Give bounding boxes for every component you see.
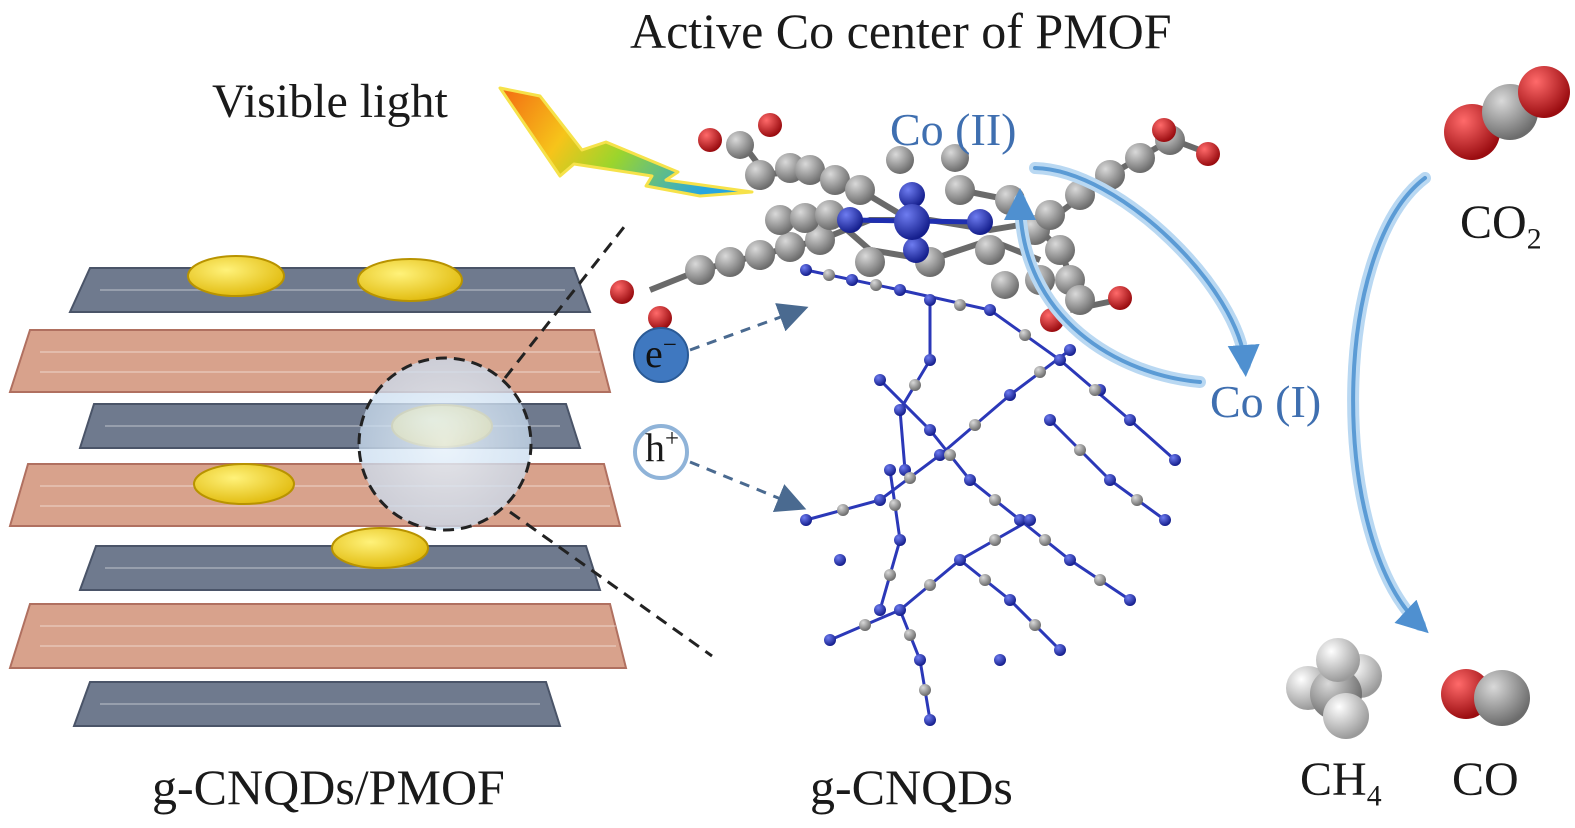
hole-icon (633, 424, 689, 480)
co2-label: CO2 (1460, 196, 1542, 256)
quantum-dot (187, 255, 285, 297)
quantum-dot (331, 527, 429, 569)
co-i-label: Co (I) (1210, 376, 1322, 427)
cnqds-network (800, 264, 1181, 726)
quantum-dot (193, 463, 295, 505)
ch4-label: CH4 (1300, 753, 1382, 813)
co-label: CO (1452, 753, 1519, 806)
redox-cycle-arrows (1004, 162, 1431, 634)
visible-light-label: Visible light (212, 75, 448, 128)
lightning-bolt-icon (498, 86, 754, 198)
electron-icon (633, 327, 689, 383)
ch4-molecule (1286, 638, 1382, 739)
layer-pink (8, 603, 628, 669)
zoom-lines (503, 221, 713, 658)
layer-pink (8, 463, 622, 527)
layer-blue (72, 681, 562, 727)
layer-stack (8, 255, 628, 727)
composite-label: g-CNQDs/PMOF (152, 759, 505, 815)
nitrogen-atoms (800, 264, 1181, 726)
porphyrin-molecule (610, 113, 1220, 332)
hole-label: h+ (645, 425, 679, 470)
co-molecule (1441, 669, 1530, 726)
magnifier-circle (357, 356, 533, 532)
diagram-title: Active Co center of PMOF (630, 3, 1172, 59)
layer-blue (78, 545, 602, 591)
co-ii-label: Co (II) (890, 104, 1017, 155)
co2-molecule (1444, 66, 1570, 160)
carbon-atoms (823, 269, 1143, 696)
quantum-dot (357, 258, 463, 302)
cnqds-label: g-CNQDs (810, 759, 1013, 815)
electron-transfer-arrow (689, 303, 809, 352)
hole-transfer-arrow (689, 460, 807, 512)
electron-label: e− (645, 331, 677, 376)
